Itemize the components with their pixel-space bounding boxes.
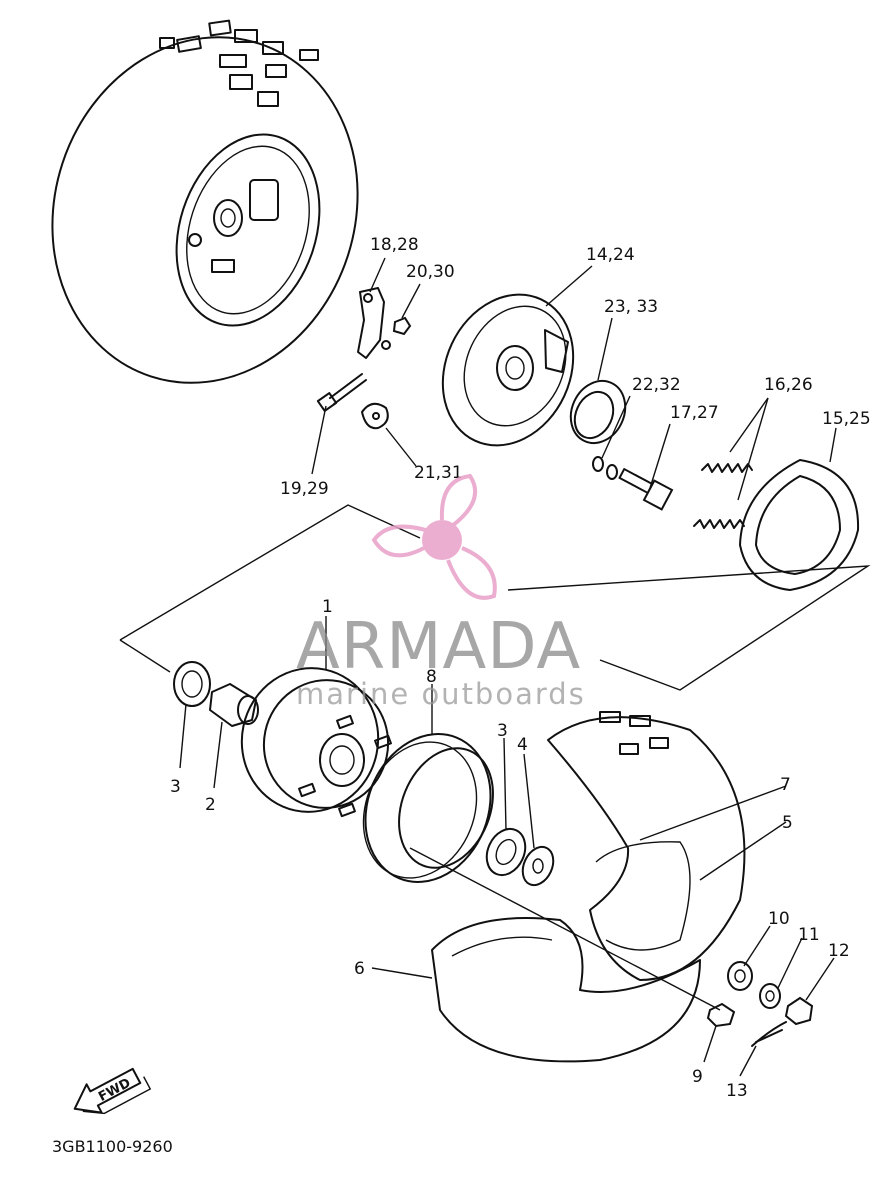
rim-half-inner [431,917,701,1063]
hub-drum [240,667,392,818]
watermark-brand: ARMADA [296,610,581,684]
label-23-33: 23, 33 [604,297,658,317]
castle-nut-12 [784,996,814,1026]
label-4: 4 [517,735,528,755]
brake-camshaft [618,468,674,511]
tire-ring [362,733,494,883]
label-9: 9 [692,1067,703,1087]
o-ring-b [606,464,618,480]
bearing-right [485,827,527,877]
nut-20 [392,316,412,336]
label-21-31: 21,31 [414,463,463,483]
label-12: 12 [828,941,850,961]
label-16-26: 16,26 [764,375,813,395]
nut-9 [706,1002,736,1028]
watermark-tagline: marine outboards [296,677,586,711]
washer-4 [521,845,555,887]
o-ring-a [592,456,604,472]
label-13: 13 [726,1081,748,1101]
leader-lines [179,257,837,1077]
brake-cam-lever [357,287,391,359]
oil-seal [569,379,627,445]
label-15-25: 15,25 [822,409,871,429]
bearing-10 [727,961,753,991]
forward-arrow-icon: FWD [73,1067,152,1115]
label-2: 2 [205,795,216,815]
watermark-logo-icon [371,473,497,600]
collar [209,683,259,727]
axle-centerline [409,847,721,1011]
label-14-24: 14,24 [586,245,635,265]
label-10: 10 [768,909,790,929]
label-11: 11 [798,925,820,945]
washer-11 [759,983,781,1009]
drawing-code: 3GB1100-9260 [52,1137,173,1156]
label-20-30: 20,30 [406,262,455,282]
brake-springs [693,463,753,529]
label-3-right: 3 [497,721,508,741]
cotter-pin-13 [751,1021,787,1047]
label-8: 8 [426,667,437,687]
top-tire [51,19,359,384]
label-17-27: 17,27 [670,403,719,423]
label-3-left: 3 [170,777,181,797]
label-6: 6 [354,959,365,979]
washer-21 [361,402,389,430]
bearing-left [173,661,211,707]
brake-backing-plate [441,293,575,447]
label-1: 1 [322,597,333,617]
brake-shoe [739,459,860,591]
label-5: 5 [782,813,793,833]
label-7: 7 [780,775,791,795]
bolt-19 [316,373,367,412]
label-19-29: 19,29 [280,479,329,499]
label-22-32: 22,32 [632,375,681,395]
label-18-28: 18,28 [370,235,419,255]
